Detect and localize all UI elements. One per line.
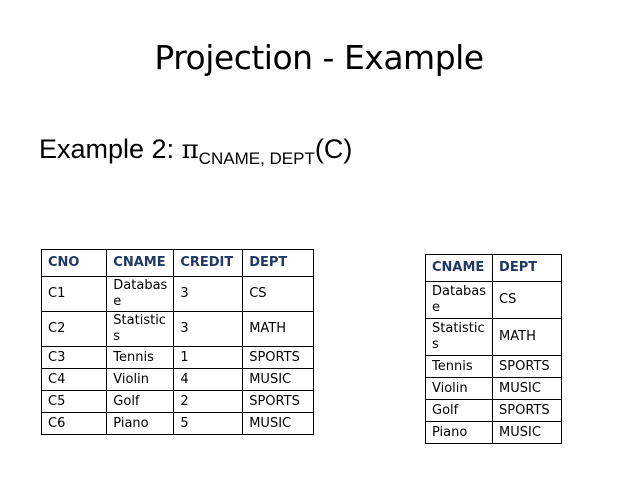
table-row: C6 Piano 5 MUSIC	[40, 412, 314, 435]
table-cell: C3	[40, 346, 108, 369]
table-cell: Golf	[106, 390, 175, 413]
table-row: C3 Tennis 1 SPORTS	[40, 346, 314, 369]
table-cell: MUSIC	[492, 421, 562, 444]
table-row: Golf SPORTS	[424, 399, 562, 422]
table-cell: SPORTS	[242, 346, 314, 369]
header-cell: CREDIT	[173, 249, 244, 277]
table-row: Violin MUSIC	[424, 377, 562, 400]
table-cell: CS	[492, 281, 562, 319]
table-cell: MATH	[492, 318, 562, 356]
table-header-row: CNAME DEPT	[424, 254, 562, 282]
table-row: C5 Golf 2 SPORTS	[40, 390, 314, 413]
table-row: C4 Violin 4 MUSIC	[40, 368, 314, 391]
table-cell: CS	[242, 276, 314, 312]
table-cell: Tennis	[106, 346, 175, 369]
header-cell: CNAME	[106, 249, 175, 277]
table-cell: 2	[173, 390, 244, 413]
table-cell: MUSIC	[242, 412, 314, 435]
table-cell: Piano	[106, 412, 175, 435]
table-cell: Violin	[106, 368, 175, 391]
slide-title: Projection - Example	[154, 38, 484, 77]
header-cell: CNO	[40, 249, 108, 277]
table-cell: 5	[173, 412, 244, 435]
table-cell: C4	[40, 368, 108, 391]
header-cell: DEPT	[242, 249, 314, 277]
table-cell: MUSIC	[242, 368, 314, 391]
table-cell: SPORTS	[242, 390, 314, 413]
table-cell: Piano	[424, 421, 494, 444]
table-cell: 3	[173, 276, 244, 312]
table-cell: C1	[40, 276, 108, 312]
table-cell: 4	[173, 368, 244, 391]
projection-attributes: CNAME, DEPT	[198, 149, 315, 168]
table-cell: Golf	[424, 399, 494, 422]
table-row: Tennis SPORTS	[424, 355, 562, 378]
example-expression: Example 2: πCNAME, DEPT(C)	[39, 134, 352, 169]
table-cell: 1	[173, 346, 244, 369]
example-prefix: Example 2:	[39, 134, 182, 164]
table-cell: Violin	[424, 377, 494, 400]
table-cell: SPORTS	[492, 399, 562, 422]
table-cell: C6	[40, 412, 108, 435]
table-cell: MATH	[242, 311, 314, 347]
table-cell: Tennis	[424, 355, 494, 378]
table-cell: C5	[40, 390, 108, 413]
table-cell: SPORTS	[492, 355, 562, 378]
header-cell: CNAME	[424, 254, 494, 282]
table-cell: 3	[173, 311, 244, 347]
header-cell: DEPT	[492, 254, 562, 282]
table-row: Piano MUSIC	[424, 421, 562, 444]
table-cell: MUSIC	[492, 377, 562, 400]
table-cell: C2	[40, 311, 108, 347]
projection-symbol: π	[181, 135, 199, 165]
table-header-row: CNO CNAME CREDIT DEPT	[40, 249, 314, 277]
relation-name: (C)	[314, 134, 353, 164]
